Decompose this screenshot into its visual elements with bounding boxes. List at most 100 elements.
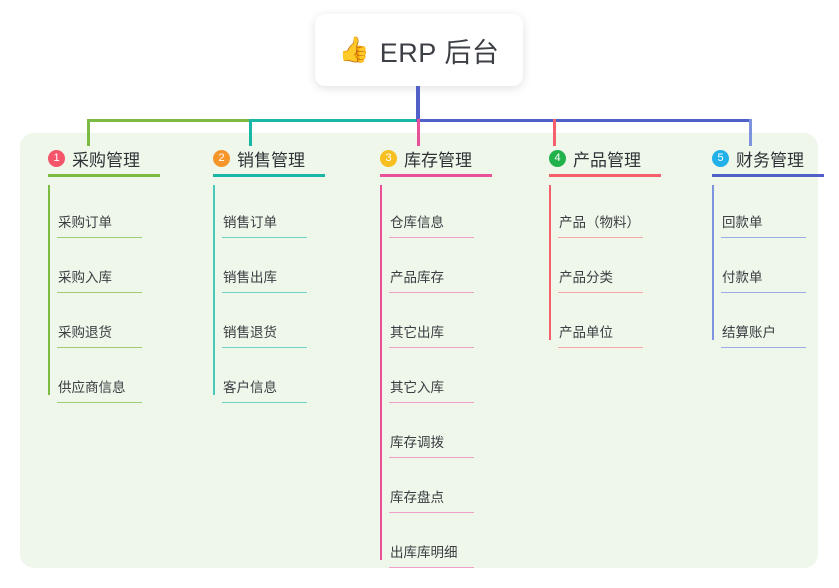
branch-items-3: 仓库信息 产品库存 其它出库 其它入库 库存调拨 库存盘点 (366, 185, 526, 570)
leaf-label: 库存盘点 (390, 490, 444, 505)
leaf-label: 采购订单 (58, 215, 112, 230)
leaf-rule (389, 346, 474, 348)
leaf-label: 其它出库 (390, 325, 444, 340)
leaf-item[interactable]: 销售退货 (199, 295, 359, 350)
leaf-item[interactable]: 结算账户 (698, 295, 839, 350)
branch-items-1: 采购订单 采购入库 采购退货 供应商信息 (34, 185, 194, 405)
leaf-rule (721, 346, 806, 348)
leaf-label: 采购入库 (58, 270, 112, 285)
leaf-label: 销售出库 (223, 270, 277, 285)
leaf-rule (57, 401, 142, 403)
leaf-item[interactable]: 库存盘点 (366, 460, 526, 515)
leaf-rule (389, 291, 474, 293)
branch-title-5: 财务管理 (736, 150, 804, 170)
branch-badge-4: 4 (549, 149, 566, 167)
leaf-label: 库存调拨 (390, 435, 444, 450)
branch-spine-1 (48, 185, 50, 395)
branch-spine-4 (549, 185, 551, 340)
leaf-rule (558, 291, 643, 293)
leaf-item[interactable]: 产品分类 (535, 240, 695, 295)
leaf-rule (222, 291, 307, 293)
branch-header-1[interactable]: 1 采购管理 (34, 143, 194, 173)
branch-rule-4 (549, 174, 661, 177)
branch-items-4: 产品（物料） 产品分类 产品单位 (535, 185, 695, 350)
leaf-item[interactable]: 库存调拨 (366, 405, 526, 460)
branch-spine-3 (380, 185, 382, 560)
leaf-rule (222, 401, 307, 403)
branch-badge-5: 5 (712, 149, 729, 167)
root-node[interactable]: 👍 ERP 后台 (315, 14, 523, 86)
leaf-label: 出库库明细 (390, 545, 458, 560)
branch-badge-1: 1 (48, 149, 65, 167)
leaf-label: 产品（物料） (559, 215, 640, 230)
connector-root-stem (416, 86, 420, 122)
branch-title-2: 销售管理 (237, 150, 305, 170)
branch-items-2: 销售订单 销售出库 销售退货 客户信息 (199, 185, 359, 405)
leaf-item[interactable]: 回款单 (698, 185, 839, 240)
branch-column-3: 3 库存管理 仓库信息 产品库存 其它出库 其它入库 库存调拨 (366, 143, 526, 570)
leaf-label: 客户信息 (223, 380, 277, 395)
leaf-label: 产品分类 (559, 270, 613, 285)
leaf-item[interactable]: 采购入库 (34, 240, 194, 295)
branch-spine-2 (213, 185, 215, 395)
leaf-rule (389, 566, 474, 568)
leaf-label: 产品库存 (390, 270, 444, 285)
connector-drop-col1 (87, 119, 90, 146)
branch-header-5[interactable]: 5 财务管理 (698, 143, 839, 173)
branch-title-4: 产品管理 (573, 150, 641, 170)
leaf-rule (389, 456, 474, 458)
branch-header-3[interactable]: 3 库存管理 (366, 143, 526, 173)
leaf-label: 产品单位 (559, 325, 613, 340)
leaf-label: 回款单 (722, 215, 763, 230)
leaf-label: 销售订单 (223, 215, 277, 230)
leaf-label: 付款单 (722, 270, 763, 285)
leaf-item[interactable]: 产品库存 (366, 240, 526, 295)
branch-header-4[interactable]: 4 产品管理 (535, 143, 695, 173)
leaf-item[interactable]: 其它出库 (366, 295, 526, 350)
branch-column-5: 5 财务管理 回款单 付款单 结算账户 (698, 143, 839, 350)
branch-rule-5 (712, 174, 824, 177)
leaf-rule (389, 511, 474, 513)
leaf-item[interactable]: 采购订单 (34, 185, 194, 240)
leaf-item[interactable]: 出库库明细 (366, 515, 526, 570)
branch-title-1: 采购管理 (72, 150, 140, 170)
leaf-rule (57, 236, 142, 238)
leaf-item[interactable]: 产品（物料） (535, 185, 695, 240)
connector-bus-indigo (416, 119, 752, 122)
connector-drop-col5 (749, 119, 752, 146)
branch-rule-3 (380, 174, 492, 177)
branch-header-2[interactable]: 2 销售管理 (199, 143, 359, 173)
leaf-rule (558, 346, 643, 348)
leaf-item[interactable]: 采购退货 (34, 295, 194, 350)
leaf-item[interactable]: 供应商信息 (34, 350, 194, 405)
branch-column-2: 2 销售管理 销售订单 销售出库 销售退货 客户信息 (199, 143, 359, 405)
leaf-rule (389, 401, 474, 403)
leaf-label: 仓库信息 (390, 215, 444, 230)
branch-column-1: 1 采购管理 采购订单 采购入库 采购退货 供应商信息 (34, 143, 194, 405)
branch-rule-2 (213, 174, 325, 177)
leaf-rule (222, 346, 307, 348)
leaf-item[interactable]: 销售订单 (199, 185, 359, 240)
leaf-item[interactable]: 付款单 (698, 240, 839, 295)
connector-drop-col3 (417, 119, 420, 146)
connector-bus-green (87, 119, 252, 122)
leaf-label: 结算账户 (722, 325, 776, 340)
branch-column-4: 4 产品管理 产品（物料） 产品分类 产品单位 (535, 143, 695, 350)
branches-panel (20, 133, 818, 568)
leaf-item[interactable]: 销售出库 (199, 240, 359, 295)
leaf-item[interactable]: 客户信息 (199, 350, 359, 405)
thumbs-up-icon: 👍 (338, 35, 370, 64)
branch-items-5: 回款单 付款单 结算账户 (698, 185, 839, 350)
connector-drop-col2 (249, 119, 252, 146)
leaf-item[interactable]: 仓库信息 (366, 185, 526, 240)
leaf-rule (721, 236, 806, 238)
leaf-label: 其它入库 (390, 380, 444, 395)
leaf-item[interactable]: 产品单位 (535, 295, 695, 350)
leaf-rule (222, 236, 307, 238)
leaf-rule (57, 291, 142, 293)
leaf-rule (558, 236, 643, 238)
leaf-item[interactable]: 其它入库 (366, 350, 526, 405)
connector-bus-teal (250, 119, 420, 122)
leaf-label: 销售退货 (223, 325, 277, 340)
